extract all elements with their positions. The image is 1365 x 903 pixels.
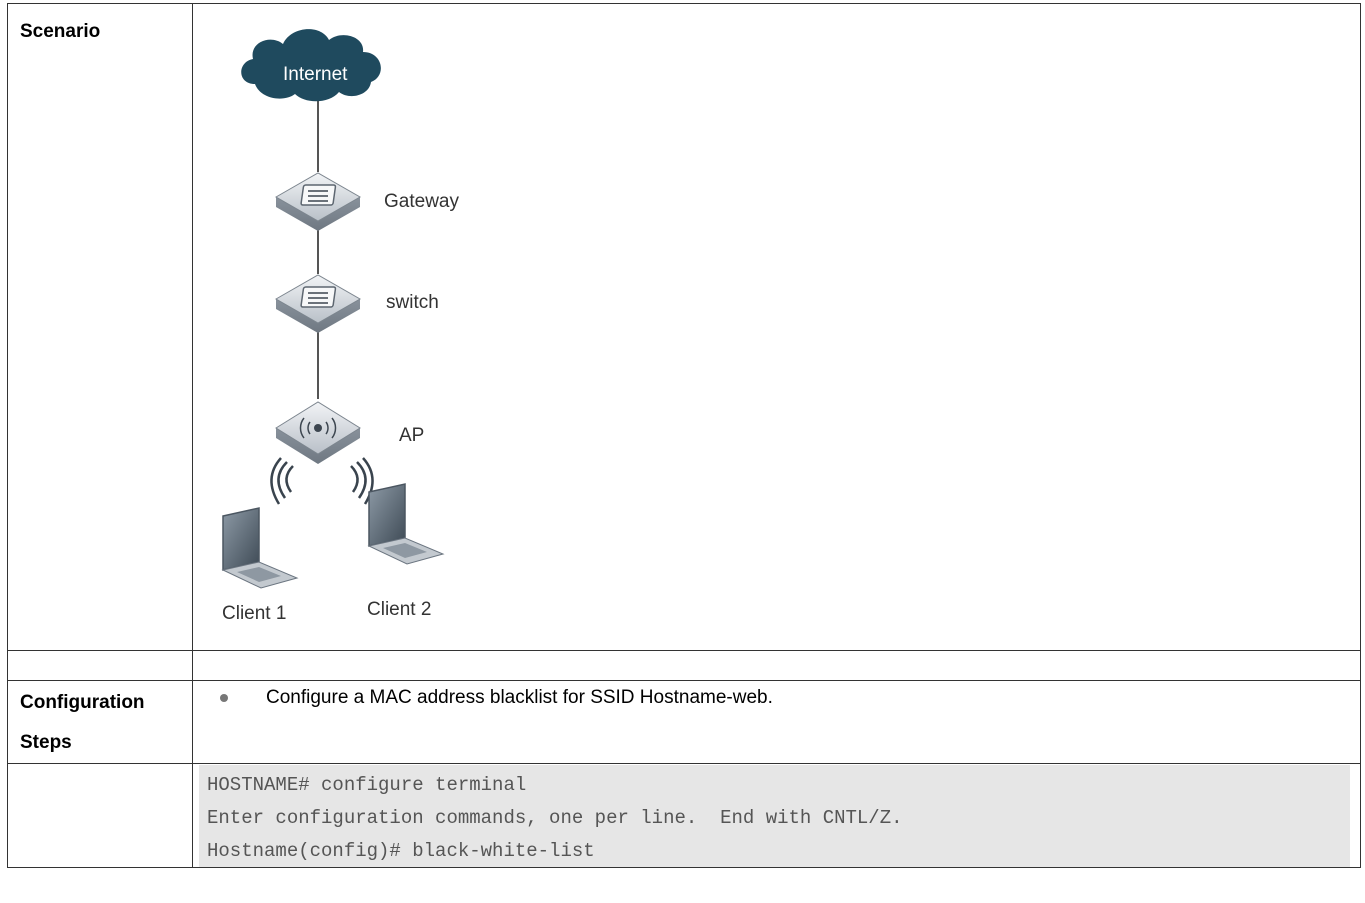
code-label-cell [7, 763, 193, 868]
configuration-steps-row: Configuration Steps Configure a MAC addr… [7, 680, 1361, 764]
code-cell: HOSTNAME# configure terminal Enter confi… [192, 763, 1361, 868]
laptop-icon-client2 [367, 483, 445, 565]
code-line: Hostname(config)# black-white-list [207, 840, 595, 862]
ap-label: AP [399, 425, 424, 446]
empty-content-cell [192, 650, 1361, 681]
bullet-icon [220, 694, 228, 702]
config-table: Scenario [7, 3, 1361, 868]
switch-label: switch [386, 292, 439, 313]
configuration-steps-label: Configuration Steps [7, 680, 193, 764]
empty-row [7, 650, 1361, 681]
internet-cloud-icon [241, 29, 381, 102]
client2-label: Client 2 [367, 599, 431, 620]
steps-cell: Configure a MAC address blacklist for SS… [192, 680, 1361, 764]
config-label-line2: Steps [20, 732, 72, 753]
code-block: HOSTNAME# configure terminal Enter confi… [199, 765, 1350, 867]
wireless-signal-left-icon [270, 457, 294, 505]
scenario-label: Scenario [7, 3, 193, 651]
config-label-line1: Configuration [20, 692, 145, 713]
internet-label: Internet [283, 64, 348, 85]
code-line: HOSTNAME# configure terminal [207, 774, 527, 796]
access-point-icon [275, 401, 361, 464]
step-text: Configure a MAC address blacklist for SS… [266, 687, 773, 708]
gateway-router-icon [274, 172, 362, 231]
laptop-icon-client1 [221, 507, 299, 589]
client1-label: Client 1 [222, 603, 286, 624]
scenario-row: Scenario [7, 3, 1361, 651]
wireless-signal-right-icon [350, 457, 374, 505]
code-line: Enter configuration commands, one per li… [207, 807, 903, 829]
switch-icon [274, 274, 362, 333]
empty-label-cell [7, 650, 193, 681]
gateway-label: Gateway [384, 191, 459, 212]
code-row: HOSTNAME# configure terminal Enter confi… [7, 763, 1361, 868]
network-diagram: Internet Gateway [221, 29, 459, 624]
scenario-cell: Internet Gateway [192, 3, 1361, 651]
